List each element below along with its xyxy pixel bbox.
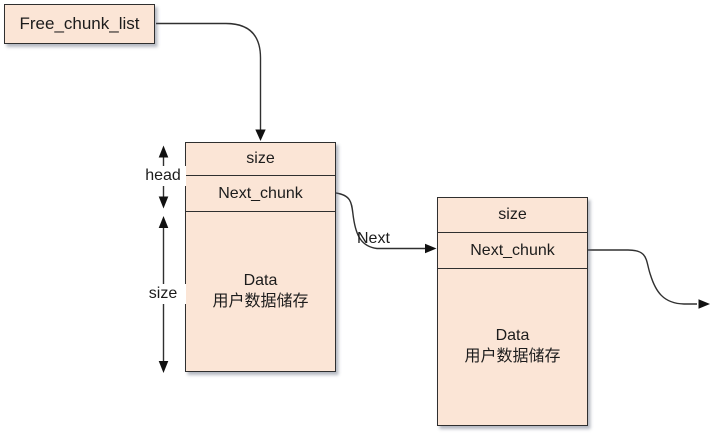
- free-chunk-list-label: Free_chunk_list: [19, 14, 140, 33]
- chunk-2-data-subtitle: 用户数据储存: [464, 348, 561, 365]
- chunk-1-data-field: Data 用户数据储存: [186, 212, 335, 371]
- chunk-1-next-field: Next_chunk: [186, 176, 335, 212]
- chunk-1-size-field: size: [186, 143, 335, 176]
- chunk-2-size-field: size: [438, 198, 587, 233]
- chunk-2-next-label: Next_chunk: [470, 241, 555, 259]
- chunk-2-next-field: Next_chunk: [438, 233, 587, 269]
- chunk-1-size-label: size: [246, 150, 275, 167]
- chunk-2-size-label: size: [498, 206, 527, 223]
- chunk-1-next-label: Next_chunk: [218, 184, 303, 202]
- head-annotation-label: head: [140, 166, 186, 186]
- size-annotation-label: size: [140, 284, 186, 304]
- chunk-1-data-subtitle: 用户数据储存: [212, 292, 309, 310]
- free-chunk-list-box: Free_chunk_list: [4, 4, 155, 44]
- chunk-1-data-title: Data: [243, 271, 278, 289]
- next-annotation-label: Next: [357, 230, 390, 247]
- chunk-1-box: size Next_chunk Data 用户数据储存: [185, 142, 336, 372]
- chunk-2-data-title: Data: [495, 327, 530, 345]
- next-pointer-out-arrow: [588, 249, 710, 309]
- free-list-to-chunk1-arrow: [156, 22, 266, 141]
- chunk-2-data-field: Data 用户数据储存: [438, 269, 587, 425]
- chunk-2-box: size Next_chunk Data 用户数据储存: [437, 197, 588, 426]
